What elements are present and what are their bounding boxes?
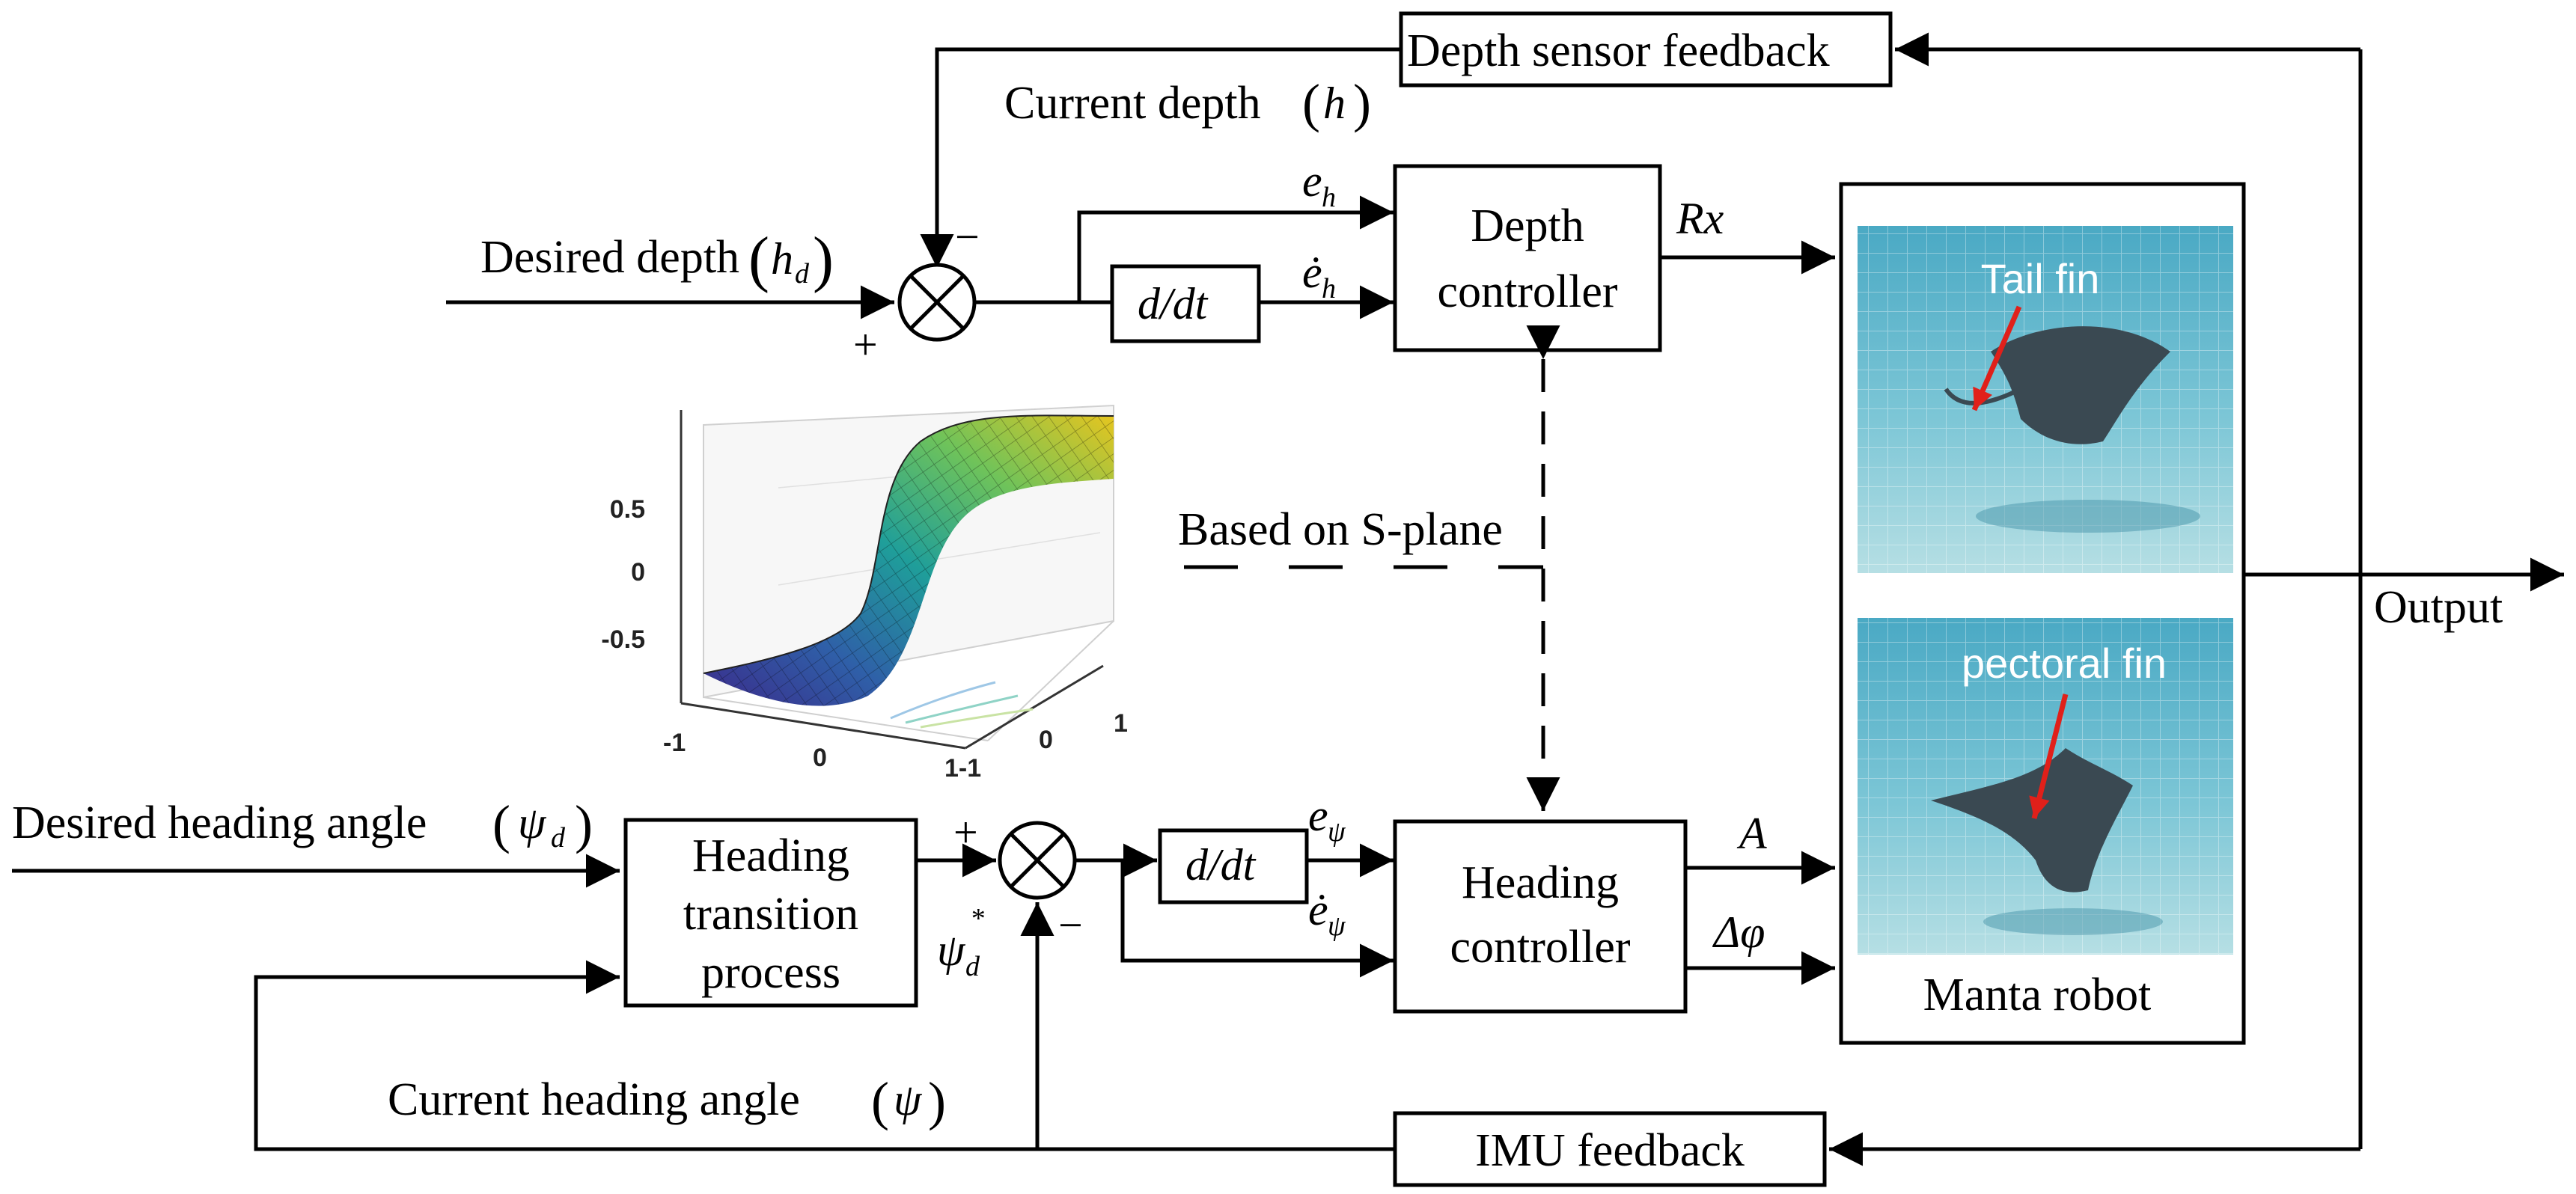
depth-derivative-box xyxy=(1110,264,1261,343)
y-tick-1: 1 xyxy=(1114,709,1128,738)
current-heading-lparen: ( xyxy=(871,1071,889,1131)
heading-derivative-label: d/dt xyxy=(1185,840,1257,890)
psi-star-subscript: d xyxy=(965,951,980,982)
depth-sum-minus: − xyxy=(955,212,980,261)
heading-transition-line3: process xyxy=(701,947,840,998)
current-heading-rparen: ) xyxy=(928,1071,946,1131)
x-tick-2: 1-1 xyxy=(944,754,981,783)
depth-controller-line2: controller xyxy=(1437,266,1617,317)
current-depth-label: Current depth xyxy=(1004,78,1261,129)
depth-error-upper-branch xyxy=(1077,195,1394,302)
tail-fin-arrow xyxy=(1971,305,2022,411)
eh-dot-symbol: ė xyxy=(1302,248,1322,297)
heading-transition-box xyxy=(623,818,918,1008)
heading-controller-box xyxy=(1393,819,1688,1014)
x-tick-1: 0 xyxy=(813,744,827,772)
pectoral-fin-photo xyxy=(1858,618,2233,955)
output-label: Output xyxy=(2374,582,2503,633)
eh-dot-subscript: h xyxy=(1322,273,1336,304)
heading-sum-minus: − xyxy=(1058,901,1083,949)
manta-robot-label: Manta robot xyxy=(1923,970,2152,1020)
heading-controller-line1: Heading xyxy=(1462,857,1619,908)
current-heading-symbol: ψ xyxy=(894,1075,923,1124)
imu-feedback-label: IMU feedback xyxy=(1475,1125,1745,1176)
pectoral-fin-arrow xyxy=(2029,694,2069,819)
z-tick-2: -0.5 xyxy=(601,625,645,654)
depth-controller-line1: Depth xyxy=(1471,200,1584,251)
depth-derivative-label: d/dt xyxy=(1138,279,1209,328)
heading-sum-plus: + xyxy=(953,808,978,857)
depth-controller-box xyxy=(1393,164,1662,352)
eh-subscript: h xyxy=(1322,182,1336,213)
heading-error-lower-branch xyxy=(1120,860,1394,978)
current-depth-rparen: ) xyxy=(1353,73,1371,133)
rx-symbol: Rx xyxy=(1676,194,1724,243)
desired-depth-subscript: d xyxy=(795,258,810,290)
current-depth-lparen: ( xyxy=(1302,73,1320,133)
epsi-dot-symbol: ė xyxy=(1308,885,1328,934)
phase-symbol: Δφ xyxy=(1712,907,1765,957)
tail-fin-photo xyxy=(1858,226,2233,573)
heading-transition-line2: transition xyxy=(683,889,858,940)
desired-heading-subscript: d xyxy=(551,822,566,854)
splane-label: Based on S-plane xyxy=(1178,504,1503,555)
depth-feedback-out-wire xyxy=(920,47,1401,268)
pectoral-fin-label: pectoral fin xyxy=(1962,640,2167,687)
heading-controller-line2: controller xyxy=(1450,922,1630,973)
desired-heading-symbol: ψ xyxy=(518,798,547,848)
epsi-symbol: e xyxy=(1308,791,1328,840)
heading-summing-junction xyxy=(998,821,1077,900)
tail-fin-label: Tail fin xyxy=(1981,255,2100,302)
depth-sum-plus: + xyxy=(853,320,878,369)
depth-sensor-feedback-label: Depth sensor feedback xyxy=(1407,25,1830,76)
z-tick-1: 0 xyxy=(631,558,645,587)
epsi-dot-subscript: ψ xyxy=(1328,910,1346,942)
epsi-subscript: ψ xyxy=(1328,816,1346,848)
y-tick-0: 0 xyxy=(1039,726,1053,754)
amplitude-symbol: A xyxy=(1736,809,1767,858)
desired-depth-symbol: h xyxy=(771,234,793,284)
s-surface-plot xyxy=(680,404,1114,750)
imu-feedback-out-wire xyxy=(254,960,1395,1151)
desired-depth-lparen: ( xyxy=(748,224,769,294)
depth-summing-junction xyxy=(897,263,977,342)
eh-symbol: e xyxy=(1302,156,1322,206)
x-tick-0: -1 xyxy=(663,729,686,757)
z-tick-0: 0.5 xyxy=(610,495,645,524)
current-heading-label: Current heading angle xyxy=(388,1074,800,1125)
psi-star-superscript: * xyxy=(970,903,984,934)
desired-depth-rparen: ) xyxy=(813,224,834,294)
psi-star-symbol: ψ xyxy=(937,925,966,975)
heading-derivative-box xyxy=(1158,828,1309,904)
desired-heading-rparen: ) xyxy=(575,795,593,854)
desired-depth-label: Desired depth xyxy=(480,232,739,283)
heading-transition-line1: Heading xyxy=(692,830,849,881)
desired-heading-label: Desired heading angle xyxy=(12,797,427,848)
current-depth-symbol: h xyxy=(1323,79,1346,128)
desired-heading-lparen: ( xyxy=(492,795,510,854)
